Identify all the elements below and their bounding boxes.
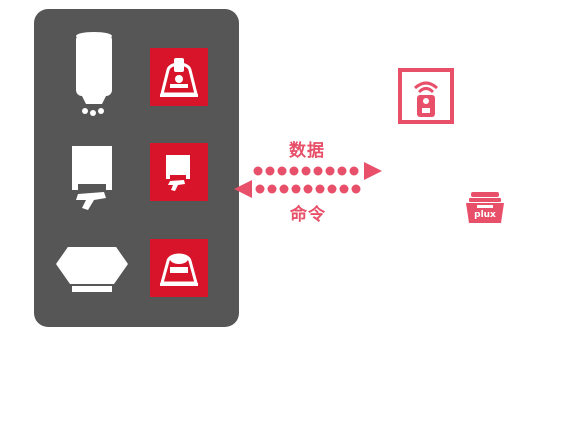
plux-box-icon [466, 192, 504, 223]
toilet-tissue-device-icon [56, 244, 128, 292]
toilet-tissue-badge [150, 239, 208, 297]
command-label: 命令 [290, 205, 326, 225]
data-arrow [253, 162, 382, 180]
air-freshener-device-icon [76, 32, 112, 116]
remote-control-icon [398, 68, 454, 124]
data-label: 数据 [289, 141, 325, 161]
air-freshener-badge [150, 48, 208, 106]
plux-logo-text: plux [474, 210, 496, 220]
towel-dispenser-badge [150, 143, 208, 201]
air-freshener-badge-icon [160, 58, 198, 97]
bidirectional-arrows [234, 162, 382, 198]
toilet-tissue-badge-icon [160, 253, 198, 286]
towel-dispenser-badge-icon [166, 155, 190, 191]
plux-box: plux [465, 190, 505, 225]
command-arrow [234, 180, 361, 198]
towel-dispenser-device-icon [72, 146, 112, 210]
